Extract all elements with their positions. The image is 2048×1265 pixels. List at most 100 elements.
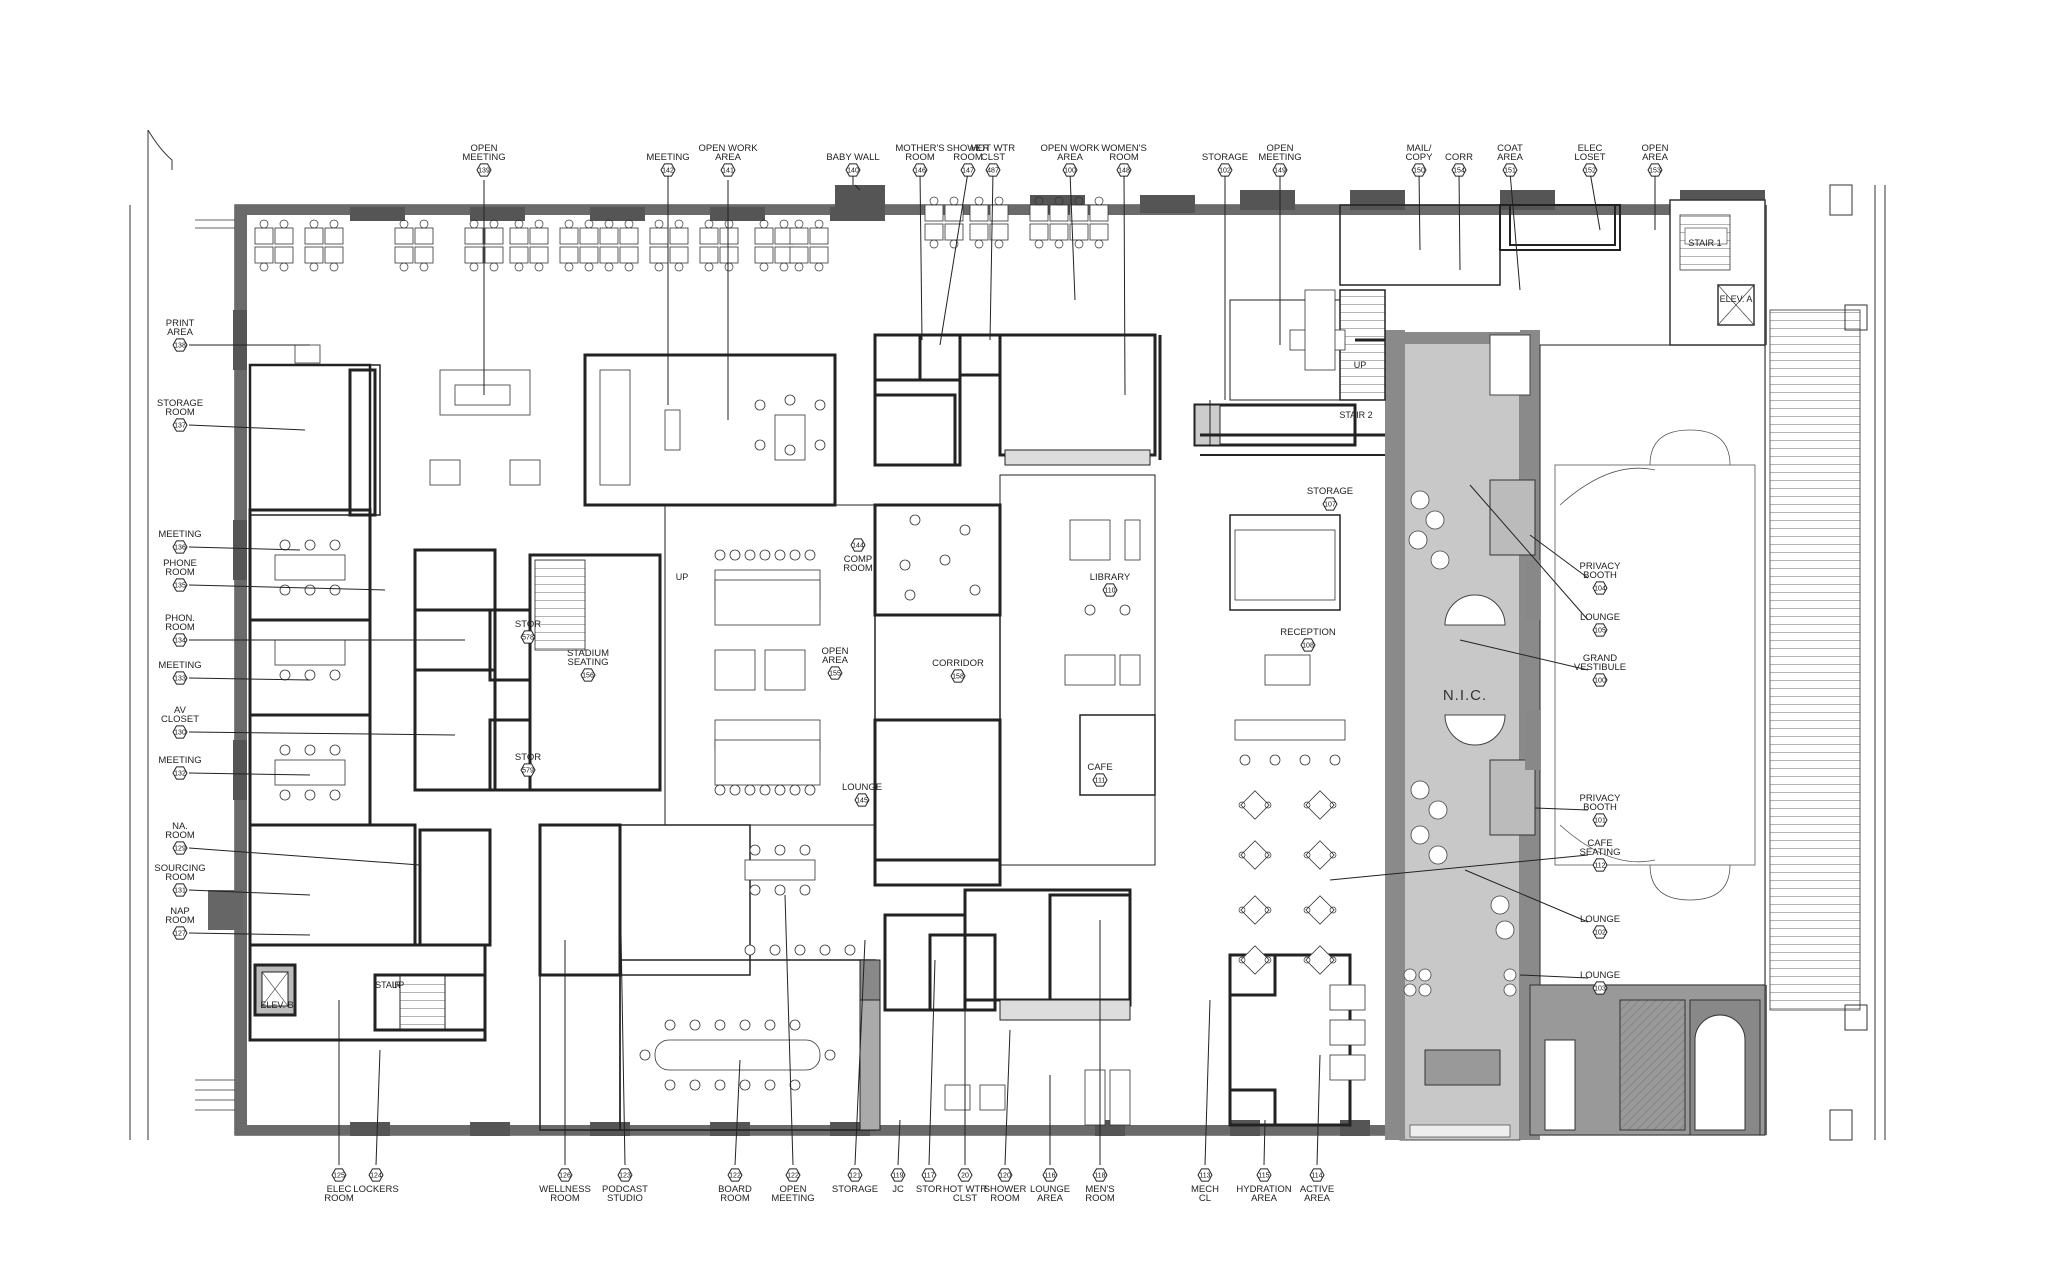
room-number: 110 [1104, 588, 1115, 595]
room-number: 116 [1044, 1173, 1055, 1180]
room-number-hexagon [1092, 773, 1108, 787]
room-number-hexagon [172, 841, 188, 855]
room-name: MEETING [1258, 152, 1301, 163]
room-name: MECH [1191, 1184, 1219, 1195]
room-number-hexagon [1092, 1168, 1108, 1182]
room-number: 146 [914, 168, 926, 175]
room-number-hexagon [912, 163, 928, 177]
room-name: COAT [1497, 143, 1523, 154]
room-name: MEETING [646, 152, 689, 163]
room-name: CL [1199, 1193, 1211, 1204]
room-number-hexagon [1647, 163, 1663, 177]
room-name: ROOM [165, 567, 195, 578]
room-number: 131 [174, 888, 186, 895]
room-name: JC [892, 1184, 904, 1195]
interior-room-tags: STOR578STADIUMSEATING156STOR579COMPROOM1… [515, 486, 1353, 807]
room-number: 102 [1219, 168, 1231, 175]
right-room-tags: PRIVACYBOOTH104LOUNGE105GRANDVESTIBULE10… [1574, 561, 1626, 995]
room-number: 126 [559, 1173, 571, 1180]
room-number: 102 [1594, 930, 1606, 937]
room-name: MEETING [158, 660, 201, 671]
room-name: AV [174, 705, 187, 716]
room-number: 119 [892, 1173, 903, 1180]
room-number-hexagon [172, 766, 188, 780]
room-name: BOOTH [1583, 802, 1617, 813]
room-number-hexagon [172, 725, 188, 739]
room-name: ELEC [327, 1184, 352, 1195]
room-name: MEETING [771, 1193, 814, 1204]
room-number-hexagon [847, 1168, 863, 1182]
room-name: OPEN [822, 646, 849, 657]
room-name: ROOM [990, 1193, 1020, 1204]
room-number-hexagon [660, 163, 676, 177]
room-number: 134 [174, 638, 186, 645]
room-number-hexagon [1300, 638, 1316, 652]
room-number: 125 [333, 1173, 345, 1180]
room-name: STUDIO [607, 1193, 643, 1204]
room-name: OPEN WORK [1040, 143, 1100, 154]
room-number-hexagon [1411, 163, 1427, 177]
room-name: ROOM [165, 915, 195, 926]
room-name: ROOM [550, 1193, 580, 1204]
room-number: 115 [1258, 1173, 1269, 1180]
room-name: CAFE [1087, 762, 1112, 773]
room-name: LOUNGE [1030, 1184, 1070, 1195]
room-name: ELEC [1578, 143, 1603, 154]
room-name: BOOTH [1583, 570, 1617, 581]
room-number: 147 [962, 168, 974, 175]
room-number: 152 [1584, 168, 1596, 175]
room-number: 132 [174, 771, 186, 778]
room-number-hexagon [785, 1168, 801, 1182]
room-name: STORAGE [1202, 152, 1248, 163]
room-name: VESTIBULE [1574, 662, 1626, 673]
room-name: LOUNGE [842, 782, 882, 793]
room-number-hexagon [1592, 925, 1608, 939]
room-name: AREA [1497, 152, 1524, 163]
room-number-hexagon [1451, 163, 1467, 177]
room-number: 114 [1311, 1173, 1322, 1180]
partition-lines [1158, 335, 1385, 460]
room-number: 104 [1594, 586, 1606, 593]
room-name: CLOSET [161, 714, 199, 725]
room-name: STOR [916, 1184, 942, 1195]
room-name: OPEN [780, 1184, 807, 1195]
room-name: LOUNGE [1580, 970, 1620, 981]
room-name: ACTIVE [1300, 1184, 1334, 1195]
room-name: PHON. [165, 613, 195, 624]
room-number-hexagon [1582, 163, 1598, 177]
east-wing [1385, 184, 1868, 1141]
room-name: COMP [844, 554, 873, 565]
room-number: 101 [1594, 818, 1606, 825]
room-number: 130 [174, 730, 186, 737]
room-name: HYDRATION [1236, 1184, 1291, 1195]
room-number-hexagon [1592, 581, 1608, 595]
room-name: AREA [1642, 152, 1669, 163]
room-name: LOUNGE [1580, 914, 1620, 925]
room-number-hexagon [1217, 163, 1233, 177]
room-name: AREA [167, 327, 194, 338]
room-name: ROOM [720, 1193, 750, 1204]
room-name: ROOM [843, 563, 873, 574]
room-name: LOCKERS [353, 1184, 398, 1195]
room-name: HOT WTR [943, 1184, 987, 1195]
room-number: 111 [1095, 778, 1106, 785]
